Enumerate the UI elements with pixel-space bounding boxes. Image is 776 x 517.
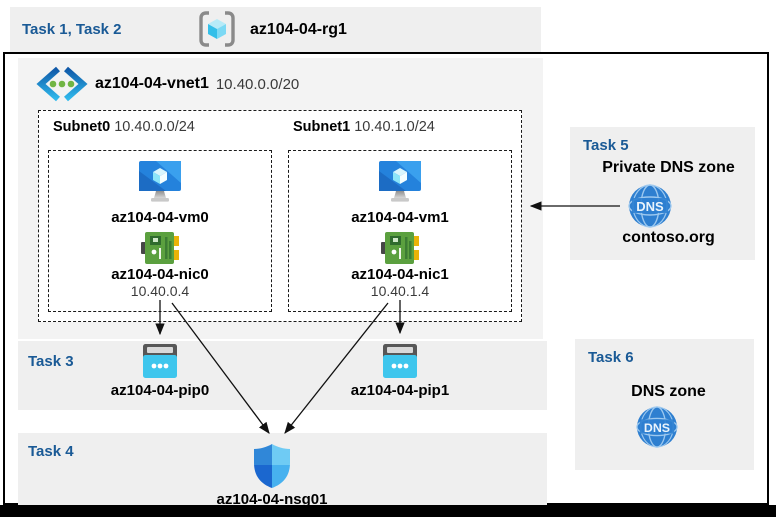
task3-label: Task 3 xyxy=(28,353,74,370)
subnet0-name: Subnet0 xyxy=(53,119,111,135)
nic0-ip: 10.40.0.4 xyxy=(130,283,190,299)
vm-icon xyxy=(138,161,182,207)
vnet-cidr: 10.40.0.0/20 xyxy=(215,75,300,93)
resource-group-name: az104-04-rg1 xyxy=(250,21,347,38)
vnet-icon xyxy=(36,66,88,102)
pip1-group: az104-04-pip1 xyxy=(330,344,470,399)
subnet0-box: az104-04-vm0 az104-04-nic0 10.40.0.4 xyxy=(48,150,272,312)
task1-2-label: Task 1, Task 2 xyxy=(22,21,122,38)
vm1-name: az104-04-vm1 xyxy=(351,209,449,226)
bottom-edge-bar xyxy=(0,505,776,517)
nic-icon xyxy=(381,231,419,265)
public-ip-icon xyxy=(383,344,417,379)
private-dns-zone-name: contoso.org xyxy=(622,229,715,246)
subnet0-label: Subnet0 10.40.0.0/24 xyxy=(53,119,195,135)
task5-label: Task 5 xyxy=(583,137,629,154)
vm-icon xyxy=(378,161,422,207)
subnet1-label: Subnet1 10.40.1.0/24 xyxy=(293,119,435,135)
subnet0-cidr: 10.40.0.0/24 xyxy=(114,119,195,135)
dns-icon-text: DNS xyxy=(636,199,664,214)
resource-group-icon xyxy=(198,10,236,48)
task6-box: Task 6 xyxy=(575,339,754,470)
dns-icon: DNS xyxy=(636,406,678,448)
nic1-name: az104-04-nic1 xyxy=(351,266,449,283)
task3-band: Task 3 xyxy=(18,341,547,410)
dns-zone-title: DNS zone xyxy=(631,383,706,400)
pip0-name: az104-04-pip0 xyxy=(110,382,210,399)
dns-icon: DNS xyxy=(628,184,672,228)
subnet1-box: az104-04-vm1 az104-04-nic1 10.40.1.4 xyxy=(288,150,512,312)
nic-icon xyxy=(141,231,179,265)
nsg-group: az104-04-nsg01 xyxy=(197,443,347,508)
nic0-name: az104-04-nic0 xyxy=(111,266,209,283)
public-ip-icon xyxy=(143,344,177,379)
pip1-name: az104-04-pip1 xyxy=(350,382,450,399)
nsg-shield-icon xyxy=(252,443,292,489)
dns-icon-text: DNS xyxy=(644,421,670,435)
task5-box: Task 5 xyxy=(570,127,755,260)
nic1-ip: 10.40.1.4 xyxy=(370,283,430,299)
task1-2-band: Task 1, Task 2 az104-04-rg1 xyxy=(10,7,541,52)
subnet1-name: Subnet1 xyxy=(293,119,351,135)
nsg-name: az104-04-nsg01 xyxy=(216,491,328,508)
pip0-group: az104-04-pip0 xyxy=(90,344,230,399)
vnet-name: az104-04-vnet1 xyxy=(95,75,209,92)
private-dns-zone-title: Private DNS zone xyxy=(602,159,735,176)
task6-label: Task 6 xyxy=(588,349,634,366)
subnet1-cidr: 10.40.1.0/24 xyxy=(354,119,435,135)
vnet-header: az104-04-vnet1 10.40.0.0/20 xyxy=(36,66,299,102)
task4-label: Task 4 xyxy=(28,443,74,460)
vm0-name: az104-04-vm0 xyxy=(111,209,209,226)
